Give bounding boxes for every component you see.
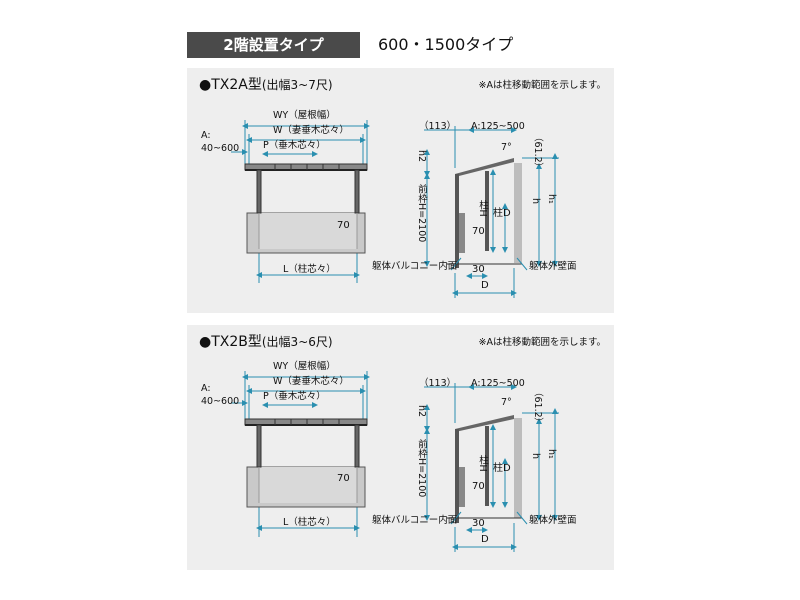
column-h-label: 柱H: [477, 200, 488, 217]
column-d-label: 柱D: [493, 208, 511, 219]
a-range-label: 40~600: [201, 396, 240, 407]
a-range-label: 40~600: [201, 143, 240, 154]
p-label: P（垂木芯々）: [263, 140, 326, 151]
panel-note: ※Aは柱移動範囲を示します。: [478, 80, 606, 91]
panel-tx2a-drawing: [231, 120, 559, 298]
front-structure: [244, 418, 368, 508]
column-h-label: 柱H: [477, 455, 488, 472]
dim-70-front: 70: [337, 220, 350, 231]
w-label: W（妻垂木芯々）: [273, 376, 349, 387]
panel-tx2b-drawing: [231, 371, 559, 552]
front-structure: [244, 163, 368, 254]
h1-label: h₁: [546, 194, 557, 204]
d113-label: （113）: [419, 121, 457, 132]
front-frame-h-label: 前枠H=2100: [416, 184, 427, 243]
side-view: [424, 383, 559, 552]
h-label: h: [530, 198, 541, 205]
dim-70-side: 70: [472, 481, 485, 492]
l-label: L（柱芯々）: [283, 264, 336, 275]
d612-label: （61.2）: [532, 387, 543, 428]
panel-title: ●TX2B型(出幅3~6尺): [199, 334, 333, 350]
h1-label: h₁: [546, 449, 557, 459]
outer-wall-label: 躯体外壁面: [529, 515, 577, 526]
a-label: A:: [201, 383, 211, 394]
type-subtitle: 600・1500タイプ: [378, 35, 514, 54]
type-tag: 2階設置タイプ: [187, 32, 360, 58]
panel-note: ※Aは柱移動範囲を示します。: [478, 337, 606, 348]
w-label: W（妻垂木芯々）: [273, 125, 349, 136]
h-label: h: [530, 453, 541, 460]
panel-tx2a: ●TX2A型(出幅3~7尺) ※Aは柱移動範囲を示します。 WY（屋根幅） W（…: [187, 68, 614, 313]
wy-label: WY（屋根幅）: [273, 110, 336, 121]
dim-70-side: 70: [472, 226, 485, 237]
d612-label: （61.2）: [532, 132, 543, 173]
outer-wall-label: 躯体外壁面: [529, 261, 577, 272]
dim-30-label: 30: [472, 518, 485, 529]
side-view: [424, 126, 559, 298]
panel-title: ●TX2A型(出幅3~7尺): [199, 77, 333, 93]
d-label: D: [481, 280, 489, 291]
a-side-label: A:125~500: [471, 121, 525, 132]
a-side-label: A:125~500: [471, 378, 525, 389]
a-label: A:: [201, 130, 211, 141]
balcony-inner-label: 躯体バルコニー内面: [372, 261, 458, 272]
h2-label: h2: [416, 150, 427, 163]
l-label: L（柱芯々）: [283, 517, 336, 528]
angle-label: 7°: [501, 142, 512, 153]
p-label: P（垂木芯々）: [263, 391, 326, 402]
d113-label: （113）: [419, 378, 457, 389]
panel-tx2b: ●TX2B型(出幅3~6尺) ※Aは柱移動範囲を示します。 WY（屋根幅） W（…: [187, 325, 614, 570]
dim-30-label: 30: [472, 264, 485, 275]
d-label: D: [481, 534, 489, 545]
front-frame-h-label: 前枠H=2100: [416, 439, 427, 498]
wy-label: WY（屋根幅）: [273, 361, 336, 372]
h2-label: h2: [416, 405, 427, 418]
angle-label: 7°: [501, 397, 512, 408]
balcony-inner-label: 躯体バルコニー内面: [372, 515, 458, 526]
dim-70-front: 70: [337, 473, 350, 484]
column-d-label: 柱D: [493, 463, 511, 474]
